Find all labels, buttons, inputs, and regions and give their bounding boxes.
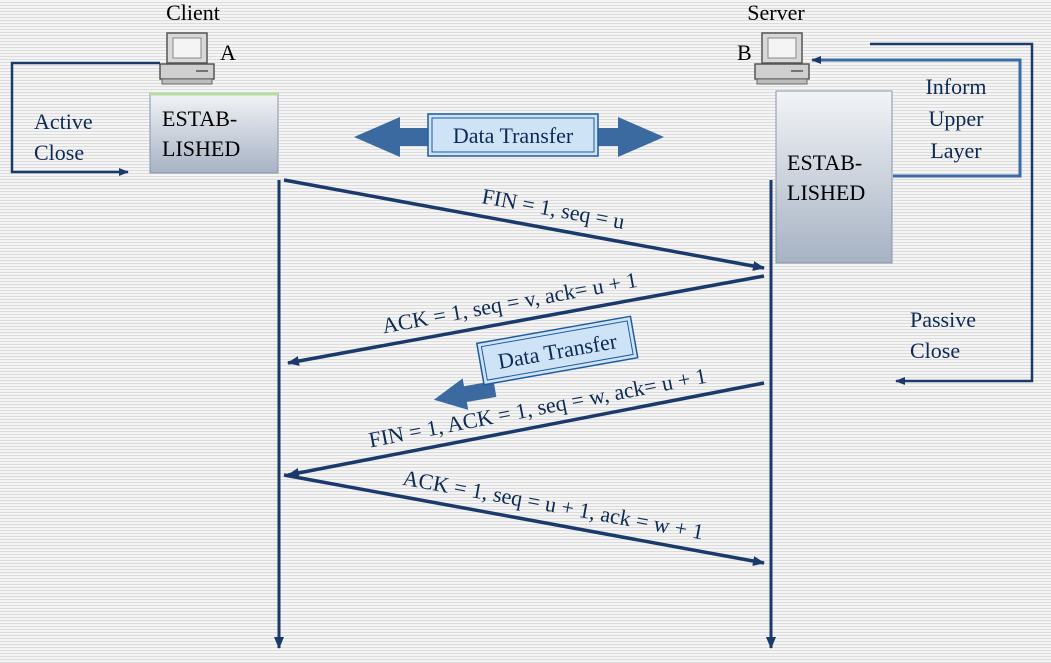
server-state-line1: ESTAB- — [787, 150, 862, 175]
message-fin-label: FIN = 1, seq = u — [480, 183, 627, 234]
inform-line3: Layer — [930, 138, 982, 163]
inform-line1: Inform — [925, 74, 986, 99]
active-close-arrow — [10, 61, 160, 176]
client-state-box: ESTAB- LISHED — [149, 92, 279, 174]
client-computer-icon — [159, 32, 215, 85]
client-label: Client — [166, 0, 220, 25]
active-close-line1: Active — [34, 109, 93, 134]
client-state-line1: ESTAB- — [162, 106, 237, 131]
message-final-ack-arrow — [283, 473, 765, 566]
server-label: Server — [747, 0, 805, 25]
server-host-letter: B — [737, 40, 752, 65]
server-state-line2: LISHED — [787, 180, 865, 205]
data-transfer-label: Data Transfer — [453, 123, 574, 148]
message-ack-arrow — [287, 274, 765, 366]
inform-upper-layer-arrow — [811, 56, 1022, 178]
data-transfer-bidirectional: Data Transfer — [354, 113, 664, 157]
active-close-line2: Close — [34, 140, 84, 165]
client-host-letter: A — [220, 40, 236, 65]
inform-line2: Upper — [929, 106, 985, 131]
server-computer-icon — [754, 32, 810, 85]
server-state-box: ESTAB- LISHED — [775, 90, 893, 264]
passive-close-arrow — [870, 42, 1034, 385]
message-fin-ack-label: FIN = 1, ACK = 1, seq = w, ack= u + 1 — [367, 363, 709, 453]
client-state-line2: LISHED — [162, 136, 240, 161]
message-fin-arrow — [283, 178, 765, 271]
passive-close-line1: Passive — [910, 307, 976, 332]
message-fin-ack-arrow — [287, 381, 765, 478]
passive-close-line2: Close — [910, 338, 960, 363]
